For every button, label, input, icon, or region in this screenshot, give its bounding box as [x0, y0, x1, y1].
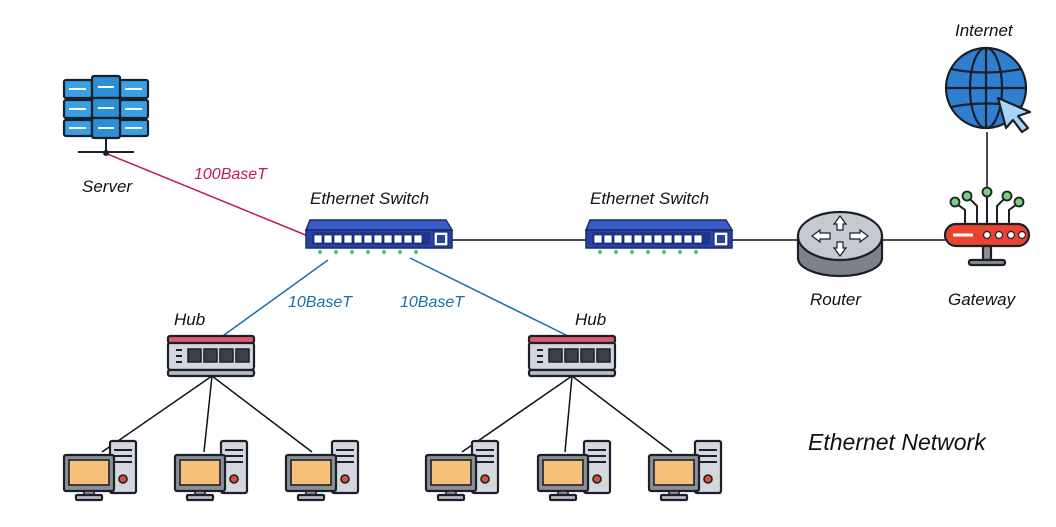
router-icon — [796, 210, 884, 278]
diagram-title: Ethernet Network — [808, 429, 987, 455]
link-switch-hub-left — [219, 259, 329, 339]
link-label-100baset: 100BaseT — [194, 166, 268, 183]
link-hub-left-pc2 — [203, 375, 213, 453]
switch-right-label: Ethernet Switch — [590, 189, 709, 208]
server-label: Server — [82, 177, 133, 196]
link-hub-right-pc2 — [564, 375, 573, 453]
link-hub-right-pc3 — [571, 375, 673, 453]
link-hub-right-pc1 — [461, 375, 573, 453]
router-label: Router — [810, 290, 862, 309]
link-hub-left-pc3 — [211, 375, 313, 453]
computer-icon — [424, 439, 500, 502]
computer-icon — [284, 439, 360, 502]
computer-icon — [173, 439, 249, 502]
link-switch-hub-right — [409, 257, 573, 339]
hub-left-label: Hub — [174, 310, 205, 329]
link-hub-left-pc1 — [101, 375, 213, 453]
link-label-10baset-right: 10BaseT — [400, 294, 465, 311]
globe-icon — [944, 46, 1032, 134]
server-icon — [62, 74, 150, 156]
hub-right-icon — [527, 334, 617, 378]
gateway-label: Gateway — [948, 290, 1017, 309]
computer-icon — [536, 439, 612, 502]
hub-right-label: Hub — [575, 310, 606, 329]
switch-right-icon — [585, 219, 733, 255]
link-server-switch — [104, 152, 309, 237]
switch-left-label: Ethernet Switch — [310, 189, 429, 208]
switch-left-icon — [305, 219, 453, 255]
gateway-icon — [943, 186, 1031, 267]
link-label-10baset-left: 10BaseT — [288, 294, 353, 311]
computer-icon — [647, 439, 723, 502]
internet-label: Internet — [955, 21, 1014, 40]
hub-left-icon — [166, 334, 256, 378]
computer-icon — [62, 439, 138, 502]
